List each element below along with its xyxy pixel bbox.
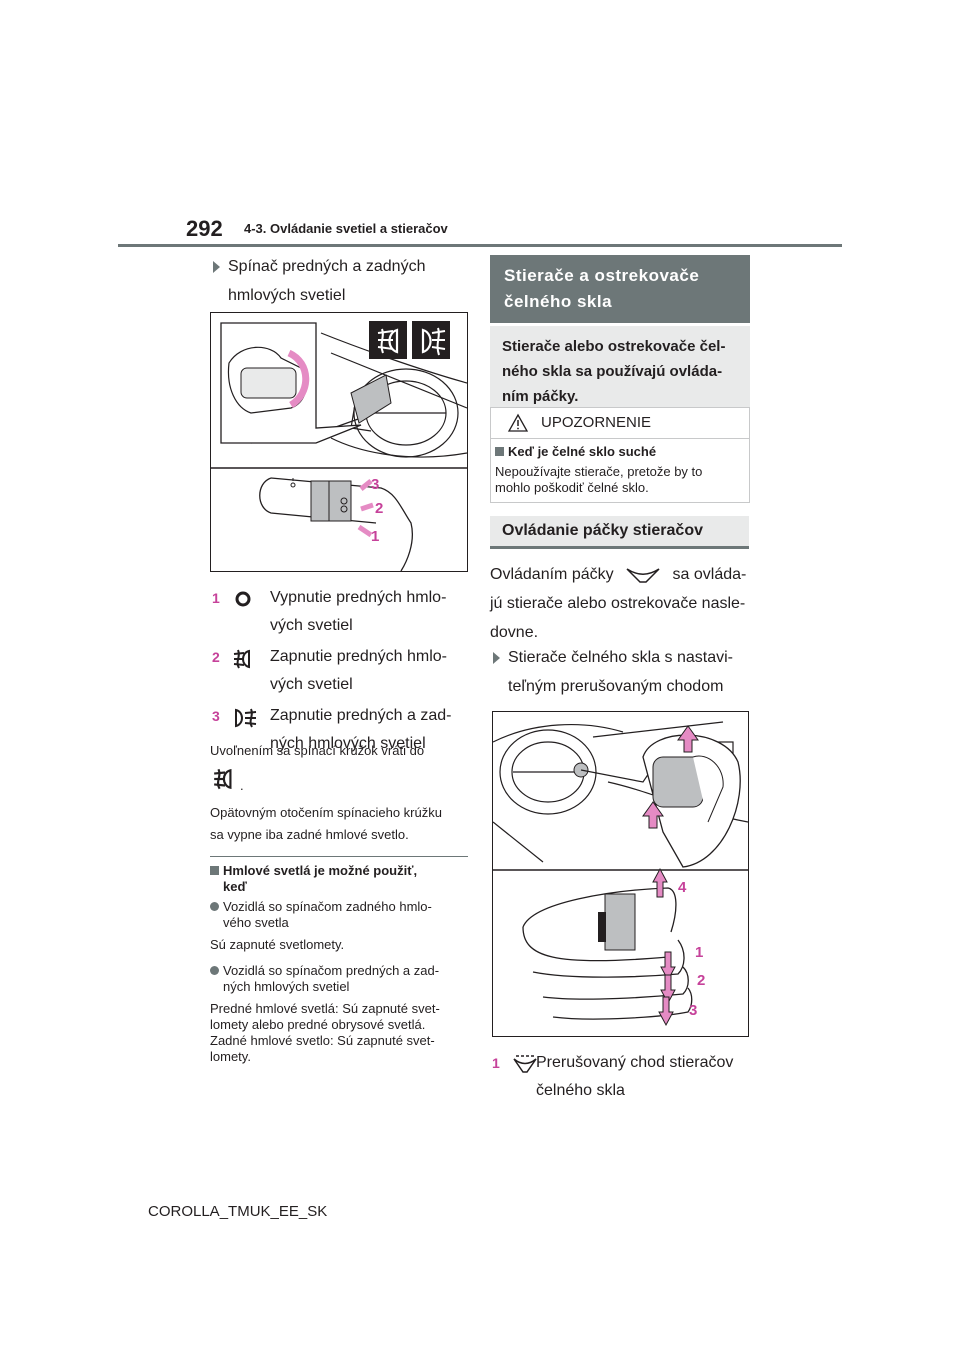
bullet-heading-intermittent: Stierače čelného skla s nastavi- teľným … xyxy=(490,643,750,701)
wiper-lever-illustration xyxy=(493,721,748,1027)
caution-box: UPOZORNENIE Keď je čelné sklo suché Nepo… xyxy=(490,407,750,503)
document-code: COROLLA_TMUK_EE_SK xyxy=(148,1203,328,1220)
callout-4: 4 xyxy=(678,879,687,896)
header-rule xyxy=(118,244,842,247)
callout-1: 1 xyxy=(695,944,704,961)
front-rear-switch-note: Vozidlá so spínačom predných a zad- ných… xyxy=(210,963,480,995)
caution-line: mohlo poškodiť čelné sklo. xyxy=(495,480,649,495)
operate-text: sa ovláda- xyxy=(672,566,747,583)
triangle-bullet-icon xyxy=(493,652,500,664)
note-line: ných hmlových svetiel xyxy=(223,979,350,994)
operate-paragraph: Ovládaním páčky sa ovláda- jú stierače a… xyxy=(490,560,755,647)
conditions-note: Predné hmlové svetlá: Sú zapnuté svet- l… xyxy=(210,1001,480,1065)
item-intermittent: 1 Prerušovaný chod stieračov čelného skla xyxy=(492,1049,757,1105)
title-line: čelného skla xyxy=(504,292,613,311)
note-line: sa vypne iba zadné hmlové svetlo. xyxy=(210,827,409,842)
wiper-lever-figure: 4 1 2 3 xyxy=(492,711,749,1037)
callout-1: 1 xyxy=(371,528,380,545)
operate-text: dovne. xyxy=(490,624,539,641)
note-line: Zadné hmlové svetlo: Sú zapnuté svet- xyxy=(210,1033,435,1048)
note-line: vého svetla xyxy=(223,915,289,930)
release-suffix: . xyxy=(240,778,244,793)
item-list: 1 Vypnutie predných hmlo-vých svetiel 2 … xyxy=(212,584,472,758)
wiper-icon xyxy=(626,568,660,583)
item-text: Vypnutie predných hmlo- xyxy=(270,589,447,606)
item-front-rear-fog-on: 3 Zapnutie predných a zad-ných hmlových … xyxy=(212,707,452,752)
fog-off-icon xyxy=(235,591,251,607)
intermittent-wiper-icon xyxy=(513,1055,537,1073)
item-front-fog-on: 2 Zapnutie predných hmlo-vých svetiel xyxy=(212,648,447,693)
front-fog-icon xyxy=(233,649,250,669)
rear-fog-icon xyxy=(235,708,257,728)
callout-3: 3 xyxy=(689,1002,698,1019)
warning-triangle-icon xyxy=(507,413,529,432)
caution-title: UPOZORNENIE xyxy=(541,414,652,431)
item-text: Zapnutie predných a zad- xyxy=(270,707,452,724)
heading-line: hmlových svetiel xyxy=(228,287,346,304)
caution-heading-text: Keď je čelné sklo suché xyxy=(508,444,657,459)
fog-conditions-heading: Hmlové svetlá je možné použiť, keď xyxy=(210,863,480,895)
intro-line: ním páčky. xyxy=(502,388,579,405)
triangle-bullet-icon xyxy=(213,261,220,273)
heading-line: Spínač predných a zadných xyxy=(228,258,426,275)
title-line: Stierače a ostrekovače xyxy=(504,266,700,285)
item-text: ných hmlových svetiel xyxy=(270,735,426,752)
item-text: vých svetiel xyxy=(270,676,353,693)
heading-line: keď xyxy=(223,879,247,894)
note-line: lomety alebo predné obrysové svetlá. xyxy=(210,1017,426,1032)
note-line: Opätovným otočením spínacieho krúžku xyxy=(210,805,442,820)
note-line: Vozidlá so spínačom zadného hmlo- xyxy=(223,899,432,914)
square-bullet-icon xyxy=(210,866,219,875)
operate-text: jú stierače alebo ostrekovače nasle- xyxy=(490,595,746,612)
section-title-wiper-lever: Ovládanie páčky stieračov xyxy=(490,516,749,549)
note-line: Vozidlá so spínačom predných a zad- xyxy=(223,963,440,978)
release-note: Uvoľnením sa spínací krúžok vráti do xyxy=(210,743,425,758)
intro-line: Stierače alebo ostrekovače čel- xyxy=(502,338,726,355)
caution-line: Nepoužívajte stierače, pretože by to xyxy=(495,464,703,479)
item-fog-off: 1 Vypnutie predných hmlo-vých svetiel xyxy=(212,589,447,634)
heading-line: teľným prerušovaným chodom xyxy=(508,678,724,695)
bullet-heading-fog-switch: Spínač predných a zadných hmlových sveti… xyxy=(210,252,470,310)
callout-2: 2 xyxy=(697,972,706,989)
caution-heading: Keď je čelné sklo suché xyxy=(491,439,749,460)
circle-bullet-icon xyxy=(210,966,219,975)
fog-switch-illustration xyxy=(211,321,467,571)
section-title-wipers: Stierače a ostrekovače čelného skla xyxy=(490,255,750,323)
rotate-note: Opätovným otočením spínacieho krúžku sa … xyxy=(210,802,480,846)
caution-header: UPOZORNENIE xyxy=(491,408,749,439)
front-fog-icon xyxy=(214,768,232,790)
heading-line: Hmlové svetlá je možné použiť, xyxy=(223,863,418,878)
section-intro: Stierače alebo ostrekovače čel- ného skl… xyxy=(490,326,750,417)
note-line: lomety. xyxy=(210,1049,251,1064)
item-text: Prerušovaný chod stieračov xyxy=(536,1054,734,1071)
fog-switch-figure: 3 2 1 xyxy=(210,312,468,572)
operate-text: Ovládaním páčky xyxy=(490,566,614,583)
item-text: Zapnutie predných hmlo- xyxy=(270,648,447,665)
page-number: 292 xyxy=(186,216,223,241)
section-divider xyxy=(210,856,468,857)
circle-bullet-icon xyxy=(210,902,219,911)
note-line: Predné hmlové svetlá: Sú zapnuté svet- xyxy=(210,1001,440,1016)
item-text: vých svetiel xyxy=(270,617,353,634)
chapter-title: 4-3. Ovládanie svetiel a stieračov xyxy=(244,221,448,236)
item-text: čelného skla xyxy=(536,1082,625,1099)
rear-switch-note: Vozidlá so spínačom zadného hmlo- vého s… xyxy=(210,899,480,931)
square-bullet-icon xyxy=(495,447,504,456)
heading-line: Stierače čelného skla s nastavi- xyxy=(508,649,733,666)
callout-2: 2 xyxy=(375,500,384,517)
headlights-on-note: Sú zapnuté svetlomety. xyxy=(210,937,345,952)
intro-line: ného skla sa používajú ovláda- xyxy=(502,363,723,380)
callout-3: 3 xyxy=(371,476,380,493)
item-number: 1 xyxy=(492,1055,500,1071)
caution-text: Nepoužívajte stierače, pretože by to moh… xyxy=(491,460,749,496)
